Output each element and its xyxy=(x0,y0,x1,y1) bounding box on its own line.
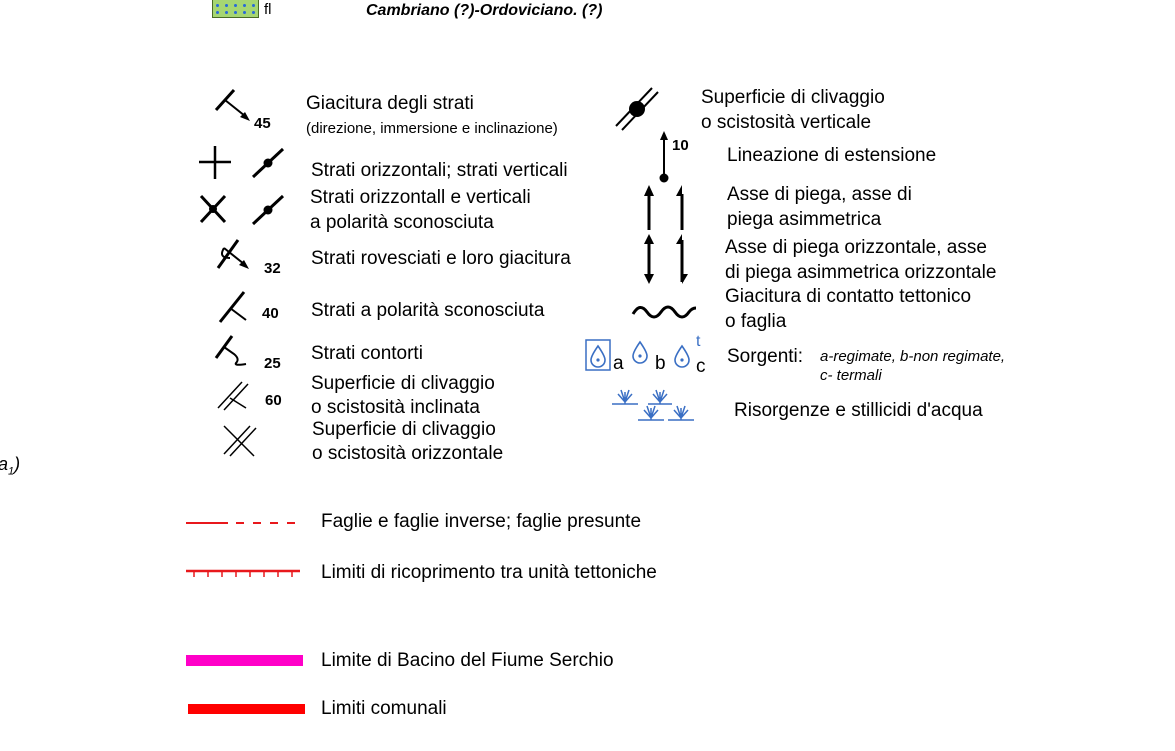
spring-letter-a: a xyxy=(613,353,624,374)
spring-letter-b: b xyxy=(655,353,666,374)
legend-horizontal-cleavage-1: Superficie di clivaggio xyxy=(312,419,496,440)
legend-overturned: Strati rovesciati e loro giacitura xyxy=(311,248,571,269)
geology-swatch-fl xyxy=(212,0,259,18)
legend-basin-limit: Limite di Bacino del Fiume Serchio xyxy=(321,650,614,671)
dip-value-45: 45 xyxy=(254,115,271,132)
resurgence-dripping-symbols xyxy=(612,389,694,421)
legend-contorted: Strati contorti xyxy=(311,343,423,364)
overturned-strata-symbol xyxy=(216,239,249,269)
margin-fragment: a1) xyxy=(0,454,21,478)
legend-tectonic-contact-1: Giacitura di contatto tettonico xyxy=(725,286,972,307)
legend-tectonic-contact-2: o faglia xyxy=(725,311,787,332)
legend-unknown-polarity: Strati a polarità sconosciuta xyxy=(311,300,545,321)
horizontal-vertical-strata-symbol xyxy=(199,146,285,179)
legend-springs-detail-1: a-regimate, b-non regimate, xyxy=(820,348,1006,365)
formation-age-text: Cambriano (?)-Ordoviciano. (?) xyxy=(366,2,603,19)
inclined-cleavage-symbol xyxy=(217,381,249,411)
legend-springs-detail-2: c- termali xyxy=(820,367,882,384)
legend-fold-axis-2: piega asimmetrica xyxy=(727,209,882,230)
legend-inclined-cleavage-1: Superficie di clivaggio xyxy=(311,373,495,394)
contorted-strata-symbol xyxy=(214,335,247,366)
fault-line-symbol xyxy=(186,522,300,524)
dip-value-25: 25 xyxy=(264,355,281,372)
overthrust-line-symbol xyxy=(186,569,300,577)
horizontal-cleavage-symbol xyxy=(223,425,257,457)
dip-value-60: 60 xyxy=(265,392,282,409)
extension-lineation-symbol xyxy=(659,131,669,183)
unknown-polarity-symbol xyxy=(218,291,247,323)
municipal-limit-line xyxy=(188,704,305,714)
legend-overthrust-limits: Limiti di ricoprimento tra unità tettoni… xyxy=(321,562,657,583)
legend-inclined-cleavage-2: o scistosità inclinata xyxy=(311,397,480,418)
legend-horizontal-cleavage-2: o scistosità orizzontale xyxy=(312,443,504,464)
vertical-cleavage-symbol xyxy=(615,87,659,131)
legend-vertical-cleavage-1: Superficie di clivaggio xyxy=(701,87,885,108)
tectonic-contact-symbol xyxy=(631,305,697,319)
legend-unknown-polarity-hv-1: Strati orizzontall e verticali xyxy=(310,187,531,208)
legend-springs-label: Sorgenti: xyxy=(727,346,804,367)
legend-strike-dip-title: Giacitura degli strati xyxy=(306,93,474,114)
springs-symbols xyxy=(585,339,690,371)
horizontal-fold-axis-symbol xyxy=(644,234,688,284)
legend-extension-lineation: Lineazione di estensione xyxy=(727,145,937,166)
legend-horizontal-fold-axis-2: di piega asimmetrica orizzontale xyxy=(725,262,997,283)
spring-letter-t: t xyxy=(696,333,701,350)
legend-horizontal-fold-axis-1: Asse di piega orizzontale, asse xyxy=(725,237,987,258)
legend-unknown-polarity-hv-2: a polarità sconosciuta xyxy=(310,212,494,233)
lineation-value-10: 10 xyxy=(672,137,689,154)
swatch-code: fl xyxy=(264,1,272,18)
legend-vertical-cleavage-2: o scistosità verticale xyxy=(701,112,872,133)
legend-municipal-limits: Limiti comunali xyxy=(321,698,447,719)
legend-faults: Faglie e faglie inverse; faglie presunte xyxy=(321,511,642,532)
legend-resurgences: Risorgenze e stillicidi d'acqua xyxy=(734,400,983,421)
legend-horizontal-vertical: Strati orizzontali; strati verticali xyxy=(311,160,568,181)
dip-value-40: 40 xyxy=(262,305,279,322)
legend-strike-dip-note: (direzione, immersione e inclinazione) xyxy=(306,120,558,137)
fold-axis-symbol xyxy=(644,185,684,230)
dip-value-32: 32 xyxy=(264,260,281,277)
basin-limit-line xyxy=(186,655,303,666)
legend-fold-axis-1: Asse di piega, asse di xyxy=(727,184,912,205)
strike-dip-symbol xyxy=(214,88,250,121)
spring-letter-c: c xyxy=(696,356,706,377)
unknown-polarity-strata-symbol xyxy=(199,194,285,226)
